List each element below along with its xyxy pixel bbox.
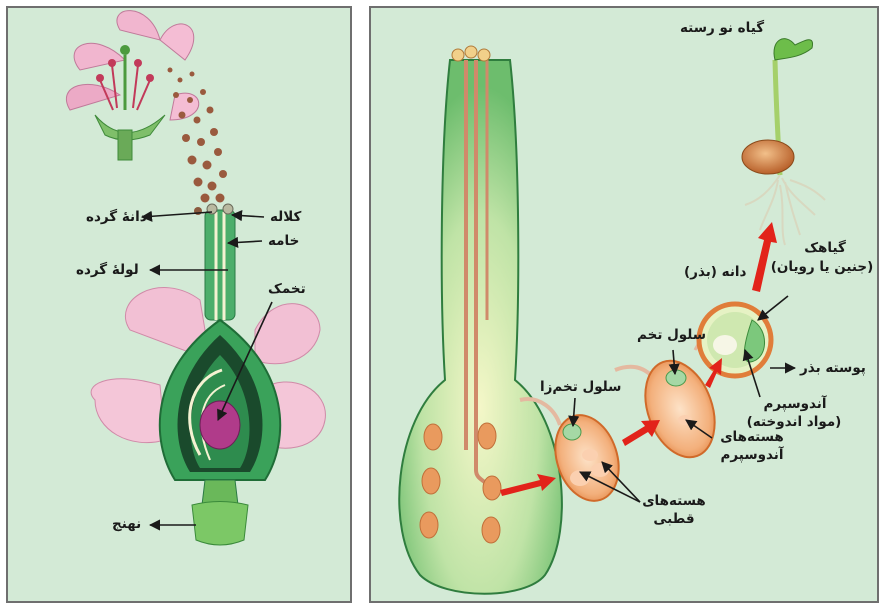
label-ovule: تخمک bbox=[268, 281, 306, 298]
label-zygote: سلول تخم bbox=[637, 327, 706, 344]
label-pollen-grain: دانهٔ گرده bbox=[86, 209, 147, 226]
pollen-grains bbox=[168, 68, 228, 203]
label-endosperm-nuclei-line1: هسته‌های bbox=[712, 429, 792, 446]
label-style: خامه bbox=[268, 233, 299, 250]
label-seedling: گیاه نو رسته bbox=[680, 20, 764, 37]
label-pollen-tube: لولهٔ گرده bbox=[76, 262, 139, 279]
label-receptacle: نهنج bbox=[112, 516, 141, 533]
seed-stage bbox=[695, 304, 771, 376]
label-stigma: کلاله bbox=[270, 209, 301, 226]
label-polar-nuclei-line2: قطبی bbox=[636, 511, 712, 528]
label-endosperm-line1: آندوسپرم bbox=[752, 396, 838, 413]
flower-illustration bbox=[66, 11, 198, 160]
pistil bbox=[160, 204, 280, 545]
embryo-sac bbox=[399, 46, 562, 594]
label-embryo-line1: گیاهک bbox=[775, 240, 875, 257]
label-polar-nuclei-line1: هسته‌های bbox=[636, 493, 712, 510]
label-seed-coat: پوسته بذر bbox=[800, 360, 866, 377]
label-embryo-line2: (جنین یا رویان) bbox=[766, 259, 878, 276]
seedling bbox=[742, 39, 825, 245]
label-egg-cell: سلول تخم‌زا bbox=[540, 379, 621, 396]
label-seed: دانه (بذر) bbox=[684, 264, 747, 281]
label-endosperm-nuclei-line2: آندوسپرم bbox=[712, 447, 792, 464]
